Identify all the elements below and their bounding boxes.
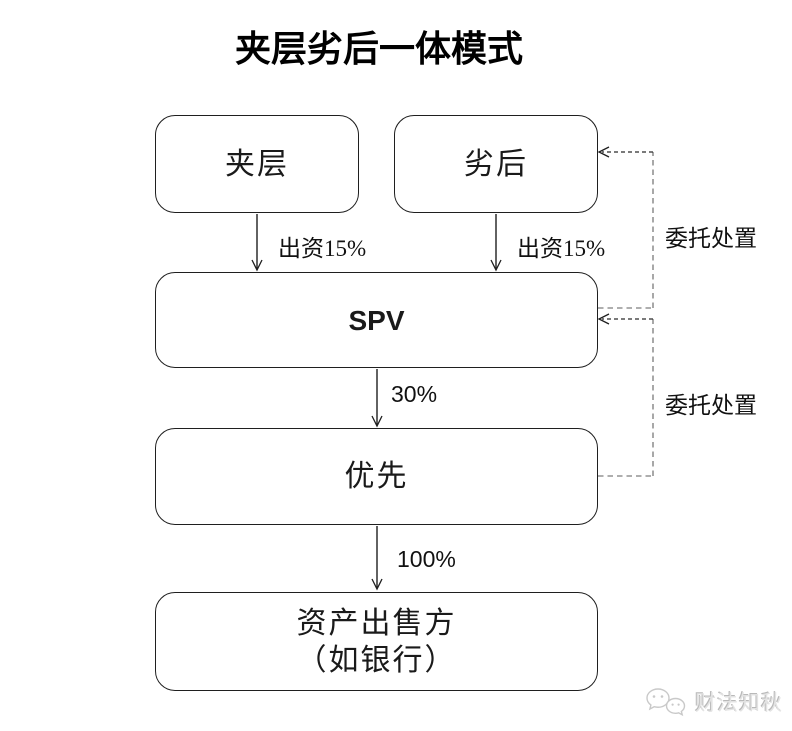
node-senior: 优先 — [155, 428, 598, 525]
node-spv-label: SPV — [348, 304, 405, 336]
arrow-subordinate-to-spv — [490, 214, 502, 272]
node-mezzanine-label: 夹层 — [225, 147, 289, 181]
wechat-icon — [646, 688, 686, 717]
node-seller-label-line1: 资产出售方 — [296, 606, 457, 640]
node-seller-label-line2: （如银行） — [296, 643, 457, 677]
node-mezzanine: 夹层 — [155, 115, 359, 213]
arrow-senior-to-seller — [371, 526, 383, 591]
edge-label-entrust-upper: 委托处置 — [665, 226, 757, 251]
arrow-mezzanine-to-spv — [251, 214, 263, 272]
edge-label-30pct: 30% — [391, 381, 438, 407]
node-subordinate-label: 劣后 — [464, 147, 528, 181]
edge-label-100pct: 100% — [397, 546, 456, 572]
node-senior-label: 优先 — [344, 460, 409, 493]
edge-label-entrust-lower: 委托处置 — [665, 393, 757, 418]
node-subordinate: 劣后 — [394, 115, 598, 213]
node-seller: 资产出售方 （如银行） — [155, 592, 598, 691]
page-title: 夹层劣后一体模式 — [234, 28, 523, 69]
dashed-connector-senior-to-spv — [597, 313, 654, 477]
watermark: 财法知秋 — [644, 686, 783, 718]
arrow-spv-to-senior — [371, 369, 383, 428]
dashed-connector-spv-to-subordinate — [597, 146, 654, 309]
watermark-text: 财法知秋 — [695, 692, 783, 715]
edge-label-contribution-right: 出资15% — [517, 236, 606, 261]
node-spv: SPV — [155, 272, 598, 368]
edge-label-contribution-left: 出资15% — [278, 236, 367, 261]
